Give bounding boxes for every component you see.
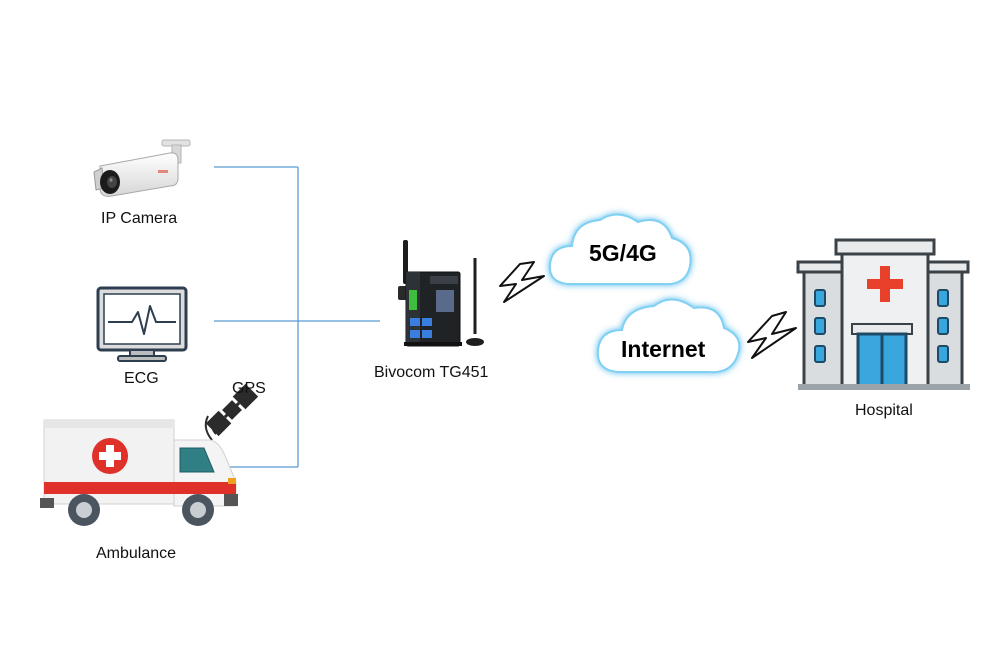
cloud-internet-label: Internet [621,336,706,362]
ip-camera-icon [93,139,191,197]
router-device-icon [398,240,484,347]
ecg-monitor-icon [96,286,188,362]
cloud-cellular-label: 5G/4G [589,240,657,266]
connection-lines [214,166,380,468]
router-label: Bivocom TG451 [374,364,489,381]
hospital-building-icon [796,238,970,390]
wireless-bolt-icon [499,261,545,303]
ecg-label: ECG [124,370,159,387]
gps-signal-icon [204,415,217,441]
ambulance-icon [40,419,238,526]
ambulance-label: Ambulance [96,545,177,562]
cloud-internet-icon [596,298,741,374]
hospital-label: Hospital [855,402,913,419]
gps-label: GPS [232,380,266,397]
cloud-cellular-icon [548,213,692,286]
ip-camera-label: IP Camera [101,210,178,227]
wireless-bolt-icon-hospital [747,311,797,359]
